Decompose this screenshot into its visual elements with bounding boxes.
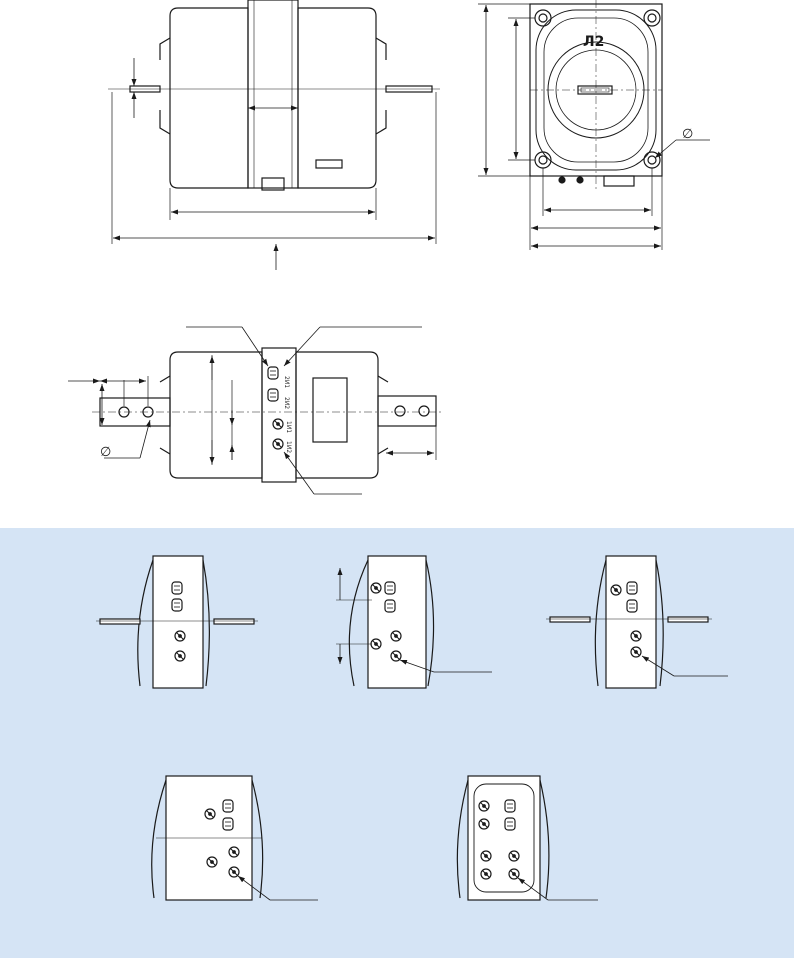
side-view	[478, 0, 710, 250]
variant-3	[546, 555, 728, 689]
front-view	[108, 0, 440, 270]
diameter-symbol-right: ∅	[682, 127, 693, 142]
terminal-mark: 1И2	[285, 441, 292, 453]
terminal-mark: 2И1	[283, 376, 290, 388]
variant-4	[151, 775, 318, 901]
terminal-mark: 2И2	[283, 397, 290, 409]
diameter-symbol-left: ∅	[100, 445, 111, 460]
housing-mark-label: Л2	[583, 34, 604, 50]
terminal-mark: 1И1	[285, 421, 292, 433]
variant-1	[96, 555, 258, 689]
variant-5	[456, 775, 598, 901]
top-view	[68, 326, 444, 495]
variant-2	[336, 555, 492, 689]
